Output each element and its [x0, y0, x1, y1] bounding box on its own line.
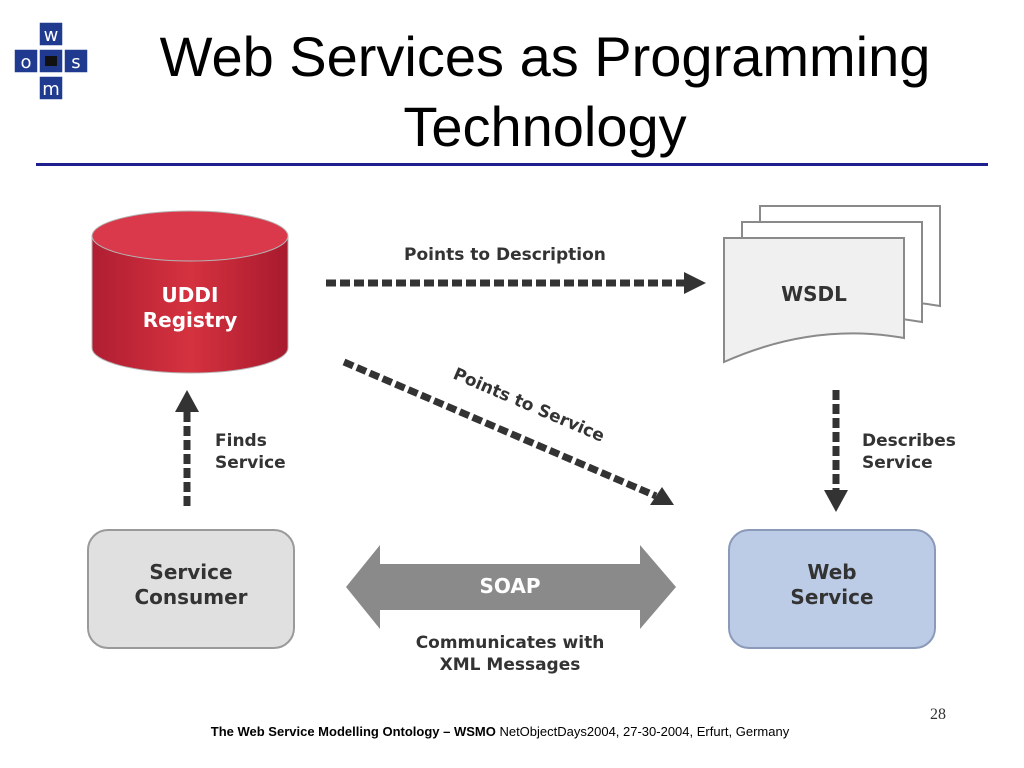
points-to-service-arrow: [342, 358, 674, 505]
communicates-line1: Communicates with: [415, 633, 605, 653]
logo-letter-w: w: [44, 25, 59, 46]
web-service-line1: Web: [807, 560, 857, 584]
wsdl-label: WSDL: [781, 282, 847, 306]
describes-service-label: Describes Service: [862, 430, 956, 474]
logo-letter-s: s: [71, 52, 80, 73]
points-to-description-label: Points to Description: [404, 245, 606, 265]
service-consumer-label: Service Consumer: [88, 560, 294, 610]
title-rule: [36, 163, 988, 166]
wsmo-logo: w s m o: [13, 21, 89, 101]
slide-title-line1: Web Services as Programming: [159, 25, 931, 88]
web-service-line2: Service: [790, 585, 874, 609]
uddi-registry-node: [91, 210, 289, 374]
wsdl-document-node: [723, 205, 941, 364]
footer-text: NetObjectDays2004, 27-30-2004, Erfurt, G…: [495, 724, 790, 739]
describes-service-arrow: [824, 390, 848, 512]
slide-title-line2: Technology: [403, 95, 687, 158]
finds-service-label: Finds Service: [215, 430, 286, 474]
slide-title: Web Services as Programming Technology: [95, 22, 995, 162]
points-to-description-arrow: [326, 272, 706, 294]
uddi-label-line1: UDDI: [161, 283, 219, 307]
points-to-service-label: Points to Service: [450, 364, 607, 446]
logo-letter-o: o: [20, 52, 31, 73]
soap-double-arrow: [346, 545, 676, 629]
logo-letter-m: m: [42, 79, 60, 100]
finds-service-line2: Service: [215, 453, 286, 473]
communicates-line2: XML Messages: [439, 655, 581, 675]
uddi-label-line2: Registry: [142, 308, 238, 332]
slide-footer: The Web Service Modelling Ontology – WSM…: [0, 724, 1000, 739]
describes-service-line1: Describes: [862, 431, 956, 451]
finds-service-arrow: [175, 390, 199, 506]
logo-center-mark: [45, 56, 57, 66]
describes-service-line2: Service: [862, 453, 933, 473]
finds-service-line1: Finds: [215, 431, 267, 451]
uddi-registry-label: UDDI Registry: [92, 283, 288, 333]
footer-bold-text: The Web Service Modelling Ontology – WSM…: [210, 724, 496, 739]
soap-label: SOAP: [479, 574, 541, 598]
service-consumer-line2: Consumer: [134, 585, 248, 609]
web-service-label: Web Service: [729, 560, 935, 610]
service-consumer-node: [87, 529, 295, 649]
page-number: 28: [930, 706, 946, 723]
service-consumer-line1: Service: [149, 560, 233, 584]
communicates-label: Communicates with XML Messages: [380, 632, 640, 676]
web-service-node: [728, 529, 936, 649]
